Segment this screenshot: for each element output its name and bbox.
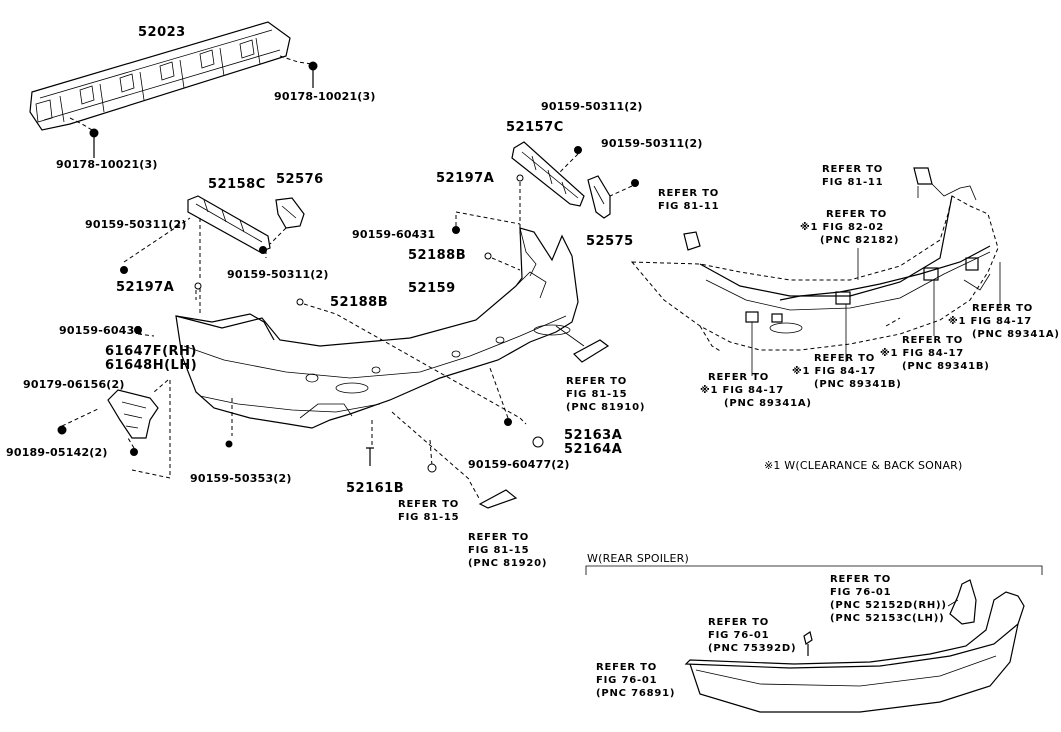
ref-fig-76-01-spoiler-bracket: REFER TO FIG 76-01 (PNC 52152D(RH)) (PNC… bbox=[830, 574, 947, 624]
label-90159-60431-mid: 90159-60431 bbox=[352, 228, 436, 241]
ref-fig-81-15-pnc-81910: REFER TO FIG 81-15 (PNC 81910) bbox=[566, 376, 646, 413]
label-52023: 52023 bbox=[138, 25, 186, 40]
ref-fig-81-11-top: REFER TO FIG 81-11 bbox=[822, 164, 884, 188]
label-52576: 52576 bbox=[276, 172, 324, 187]
rear-spoiler-group bbox=[585, 565, 1043, 713]
mid-fasteners bbox=[225, 211, 544, 481]
fastener-90178-top-leaders bbox=[69, 55, 318, 158]
ref-fig-84-17-89341b-right: REFER TO ※1 FIG 84-17 (PNC 89341B) bbox=[880, 335, 990, 372]
label-90159-50311-b: 90159-50311(2) bbox=[227, 268, 329, 281]
label-52161b: 52161B bbox=[346, 481, 405, 496]
rear-bumper-cover bbox=[175, 227, 579, 429]
label-52159: 52159 bbox=[408, 281, 456, 296]
sonar-bumper-cover bbox=[630, 167, 1001, 376]
note-rear-spoiler: W(REAR SPOILER) bbox=[587, 552, 689, 565]
ref-fig-81-15-pnc-81920: REFER TO FIG 81-15 (PNC 81920) bbox=[468, 532, 548, 569]
label-52157c: 52157C bbox=[506, 120, 564, 135]
label-90159-50311-a: 90159-50311(2) bbox=[85, 218, 187, 231]
label-90189-05142: 90189-05142(2) bbox=[6, 446, 108, 459]
label-90159-50353: 90159-50353(2) bbox=[190, 472, 292, 485]
ref-fig-84-17-89341a-right: REFER TO ※1 FIG 84-17 (PNC 89341A) bbox=[948, 303, 1060, 340]
label-90159-50311-c: 90159-50311(2) bbox=[541, 100, 643, 113]
label-90159-50311-d: 90159-50311(2) bbox=[601, 137, 703, 150]
label-90159-60431-left: 90159-60431 bbox=[59, 324, 143, 337]
bumper-reinforcement bbox=[29, 21, 291, 131]
label-61648h: 61648H(LH) bbox=[105, 358, 198, 373]
label-90159-60477: 90159-60477(2) bbox=[468, 458, 570, 471]
label-52163a: 52163A bbox=[564, 428, 623, 443]
label-61647f: 61647F(RH) bbox=[105, 344, 197, 359]
label-52164a: 52164A bbox=[564, 442, 623, 457]
ref-fig-81-15: REFER TO FIG 81-15 bbox=[398, 499, 460, 523]
ref-fig-82-02: REFER TO ※1 FIG 82-02 (PNC 82182) bbox=[800, 209, 900, 246]
label-90178-bottom: 90178-10021(3) bbox=[56, 158, 158, 171]
side-bracket-52158c-shape bbox=[120, 195, 305, 280]
ref-fig-76-01-pnc-75392d: REFER TO FIG 76-01 (PNC 75392D) bbox=[708, 617, 797, 654]
note-clearance-back-sonar: ※1 W(CLEARANCE & BACK SONAR) bbox=[764, 459, 963, 472]
ref-fig-84-17-89341b-mid: REFER TO ※1 FIG 84-17 (PNC 89341B) bbox=[792, 353, 902, 390]
label-52188b-top: 52188B bbox=[408, 248, 467, 263]
ref-fig-84-17-89341a-left: REFER TO ※1 FIG 84-17 (PNC 89341A) bbox=[700, 372, 812, 409]
label-52575: 52575 bbox=[586, 234, 634, 249]
label-90178-top: 90178-10021(3) bbox=[274, 90, 376, 103]
label-52197a-top: 52197A bbox=[436, 171, 495, 186]
ref-fig-81-11-left: REFER TO FIG 81-11 bbox=[658, 188, 720, 212]
left-retainer-shapes bbox=[57, 282, 202, 479]
ref-fig-76-01-pnc-76891: REFER TO FIG 76-01 (PNC 76891) bbox=[596, 662, 676, 699]
side-bracket-52157c-shapes bbox=[511, 141, 639, 234]
label-52158c: 52158C bbox=[208, 177, 266, 192]
label-52188b-mid: 52188B bbox=[330, 295, 389, 310]
reflectors bbox=[469, 325, 610, 509]
label-90179-06156: 90179-06156(2) bbox=[23, 378, 125, 391]
label-52197a-left: 52197A bbox=[116, 280, 175, 295]
